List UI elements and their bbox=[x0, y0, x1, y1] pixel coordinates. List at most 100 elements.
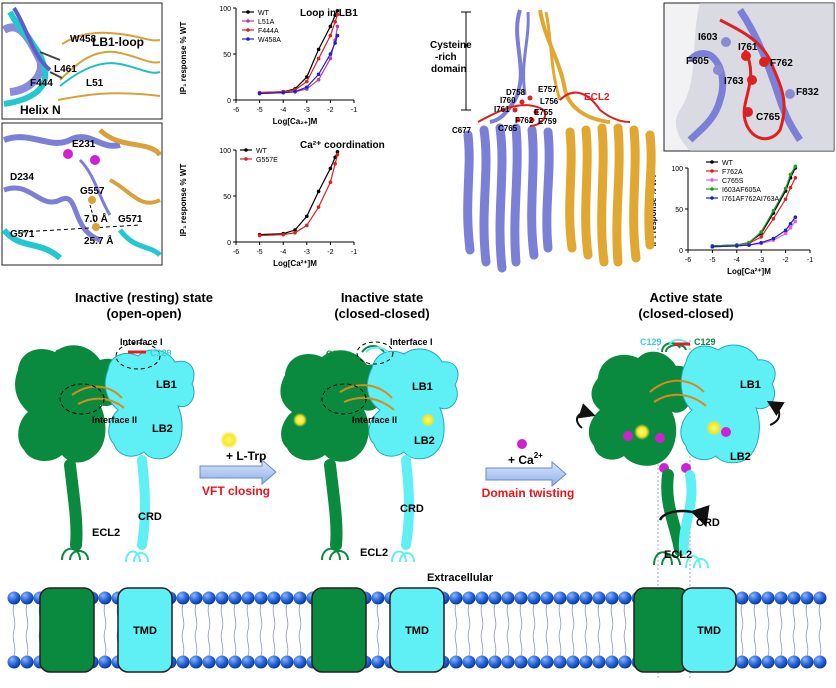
label-lb1-loop: LB1-loop bbox=[92, 35, 144, 49]
lipid-head-bottom bbox=[787, 655, 801, 669]
lipid-head-top bbox=[787, 591, 801, 605]
data-point bbox=[783, 231, 788, 236]
x-axis-label: Log[Ca²⁺]M bbox=[273, 259, 317, 268]
label-i603: I603 bbox=[698, 32, 718, 43]
lipid-head-top bbox=[774, 591, 788, 605]
lipid-tail-bottom bbox=[818, 629, 822, 657]
lipid-tail-bottom bbox=[545, 629, 549, 657]
x-tick-label: -4 bbox=[734, 257, 740, 264]
lipid-head-top bbox=[592, 591, 606, 605]
res-e755: E755 bbox=[534, 108, 553, 117]
label-crd: Cysteine -rich domain bbox=[430, 40, 474, 75]
lipid-tail-bottom bbox=[792, 629, 796, 657]
state3-subtitle: (closed-closed) bbox=[638, 306, 733, 321]
lipid-tail-bottom bbox=[376, 629, 380, 657]
lipid-head-bottom bbox=[605, 655, 619, 669]
data-point bbox=[335, 150, 340, 154]
lipid-tail-bottom bbox=[233, 629, 237, 657]
lipid-head-top bbox=[202, 591, 216, 605]
lipid-tail-top bbox=[558, 603, 562, 631]
data-point bbox=[328, 33, 333, 38]
lipid-head-top bbox=[98, 591, 112, 605]
lipid-tail-bottom bbox=[558, 629, 562, 657]
data-point bbox=[316, 189, 321, 194]
res-e757: E757 bbox=[538, 85, 557, 94]
data-point bbox=[316, 72, 321, 77]
data-point bbox=[771, 208, 776, 213]
y-tick-label: 100 bbox=[671, 166, 683, 173]
legend-label: WT bbox=[256, 148, 268, 155]
data-point bbox=[328, 24, 333, 29]
lipid-tail-top bbox=[571, 603, 575, 631]
label-e231: E231 bbox=[72, 139, 96, 150]
series-line bbox=[259, 154, 339, 237]
data-point bbox=[305, 214, 309, 219]
lipid-head-bottom bbox=[267, 655, 281, 669]
legend-marker bbox=[244, 148, 248, 152]
x-tick-label: -5 bbox=[709, 257, 715, 264]
step2-ligand: + Ca2+ bbox=[508, 451, 543, 467]
legend-marker bbox=[710, 160, 714, 164]
lipid-tail-bottom bbox=[25, 629, 29, 657]
data-point bbox=[793, 176, 798, 180]
s3-tmd: TMD bbox=[697, 625, 721, 637]
lipid-head-bottom bbox=[761, 655, 775, 669]
s2-lb1: LB1 bbox=[412, 381, 433, 393]
lipid-tail-top bbox=[272, 603, 276, 631]
legend-label: I603AF605A bbox=[722, 187, 761, 194]
lipid-tail-bottom bbox=[623, 629, 627, 657]
step1-ligand: + L-Trp bbox=[226, 449, 266, 463]
data-point bbox=[281, 232, 286, 237]
data-point bbox=[793, 164, 798, 169]
label-c677: C677 bbox=[452, 126, 472, 135]
lipid-head-top bbox=[553, 591, 567, 605]
res-l756: L756 bbox=[540, 97, 559, 106]
data-point bbox=[335, 8, 340, 13]
lipid-head-top bbox=[735, 591, 749, 605]
y-tick-label: 50 bbox=[223, 52, 231, 59]
lipid-tail-bottom bbox=[12, 629, 16, 657]
lipid-head-bottom bbox=[7, 655, 21, 669]
x-tick-label: -3 bbox=[758, 257, 764, 264]
lipid-head-bottom bbox=[813, 655, 827, 669]
lipid-tail-top bbox=[792, 603, 796, 631]
res-f762: F762 bbox=[515, 116, 534, 125]
label-g571-right: G571 bbox=[118, 214, 143, 225]
lipid-head-top bbox=[488, 591, 502, 605]
lipid-tail-bottom bbox=[454, 629, 458, 657]
lipid-head-bottom bbox=[228, 655, 242, 669]
lipid-head-bottom bbox=[449, 655, 463, 669]
lipid-tail-top bbox=[532, 603, 536, 631]
y-tick-label: 0 bbox=[227, 98, 231, 105]
legend-marker bbox=[246, 19, 250, 23]
s3-c129-right: C129 bbox=[694, 337, 716, 347]
step2-action: Domain twisting bbox=[482, 486, 575, 500]
x-tick-label: -4 bbox=[280, 107, 286, 114]
y-tick-label: 50 bbox=[223, 194, 231, 201]
x-tick-label: -2 bbox=[327, 107, 333, 114]
lipid-head-bottom bbox=[553, 655, 567, 669]
x-tick-label: -3 bbox=[304, 107, 310, 114]
lipid-tail-top bbox=[207, 603, 211, 631]
lipid-head-bottom bbox=[475, 655, 489, 669]
data-point bbox=[735, 244, 739, 248]
data-point bbox=[759, 230, 763, 234]
series-line bbox=[259, 35, 339, 95]
lipid-head-top bbox=[527, 591, 541, 605]
lipid-head-top bbox=[618, 591, 632, 605]
data-point bbox=[305, 223, 309, 228]
lipid-head-top bbox=[189, 591, 203, 605]
series-line bbox=[259, 151, 339, 236]
x-tick-label: -2 bbox=[782, 257, 788, 264]
lipid-tail-bottom bbox=[532, 629, 536, 657]
legend-marker bbox=[710, 169, 714, 173]
lipid-tail-top bbox=[766, 603, 770, 631]
s2-c129-left: C129 bbox=[326, 349, 348, 359]
x-tick-label: -1 bbox=[351, 249, 357, 256]
s3-lb1: LB1 bbox=[740, 379, 761, 391]
lipid-tail-bottom bbox=[597, 629, 601, 657]
x-tick-label: -2 bbox=[327, 249, 333, 256]
lipid-tail-top bbox=[610, 603, 614, 631]
